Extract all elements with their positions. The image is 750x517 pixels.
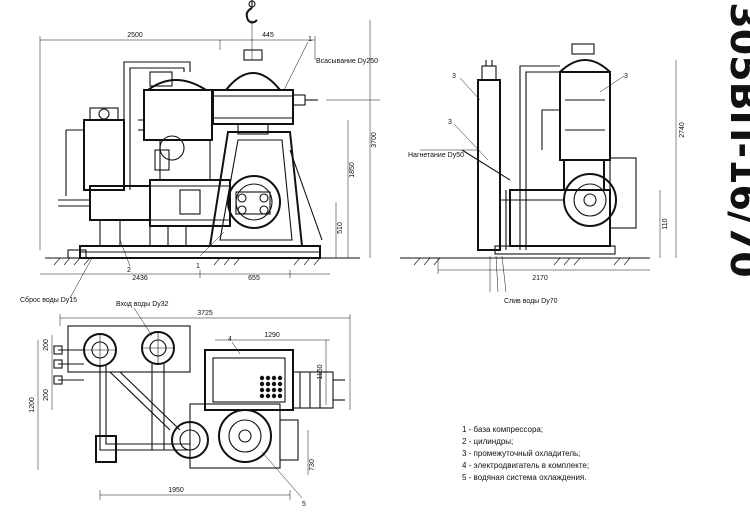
dim-1950: 1950 [168,487,184,494]
legend-item-1: 1 - база компрессора; [462,425,543,434]
legend-item-5: 5 - водяная система охлаждения. [462,473,586,482]
crane-hook [245,0,258,60]
dim-3725: 3725 [197,310,213,317]
dim-200-upper: 200 [43,339,50,351]
callout-1-top: 1 [308,36,312,43]
callout-3c: 3 [624,73,628,80]
legend-item-2: 2 - цилиндры; [462,437,513,446]
legend-item-4: 4 - электродвигатель в комплекте; [462,461,589,470]
dim-1850: 1850 [349,162,356,178]
dim-730: 730 [309,459,316,471]
callout-3a: 3 [452,73,456,80]
dim-2170: 2170 [532,275,548,282]
callout-3b: 3 [448,119,452,126]
callout-1-base: 1 [196,263,200,270]
dim-110: 110 [662,218,669,229]
side-view: 2740 110 2170 Нагнетание Dy50 Слив воды … [400,43,686,305]
front-view: 2500 445 3700 1850 510 2436 655 Всасыван… [20,0,380,304]
callout-2: 2 [127,267,131,274]
discharge-label: Нагнетание Dy50 [408,152,464,159]
dim-3700: 3700 [371,132,378,148]
dim-655: 655 [248,275,260,282]
dim-445: 445 [262,32,274,39]
callout-4: 4 [228,336,232,343]
dim-2740: 2740 [679,122,686,138]
legend-item-3: 3 - промежуточный охладитель; [462,449,580,458]
dim-200-lower: 200 [43,389,50,401]
drain-water-label: Сброс воды Dy15 [20,296,77,304]
dim-510: 510 [337,222,344,234]
plan-view: 3725 1290 200 1200 200 1150 730 1950 Вхо… [29,301,351,508]
dim-2500: 2500 [127,32,143,39]
callout-5: 5 [302,501,306,508]
motor-fan-grill [259,375,283,399]
water-inlet-label: Вход воды Dy32 [116,301,169,308]
suction-label: Всасывание Dy250 [316,58,378,65]
dim-1200: 1200 [29,397,36,413]
water-outlet-label: Слив воды Dy70 [504,298,558,305]
legend: 1 - база компрессора; 2 - цилиндры; 3 - … [462,425,589,482]
model-title: 305ВП-16/70 [722,2,750,278]
dim-1290: 1290 [264,332,280,339]
dim-2436: 2436 [132,275,148,282]
dim-1150: 1150 [317,364,324,379]
